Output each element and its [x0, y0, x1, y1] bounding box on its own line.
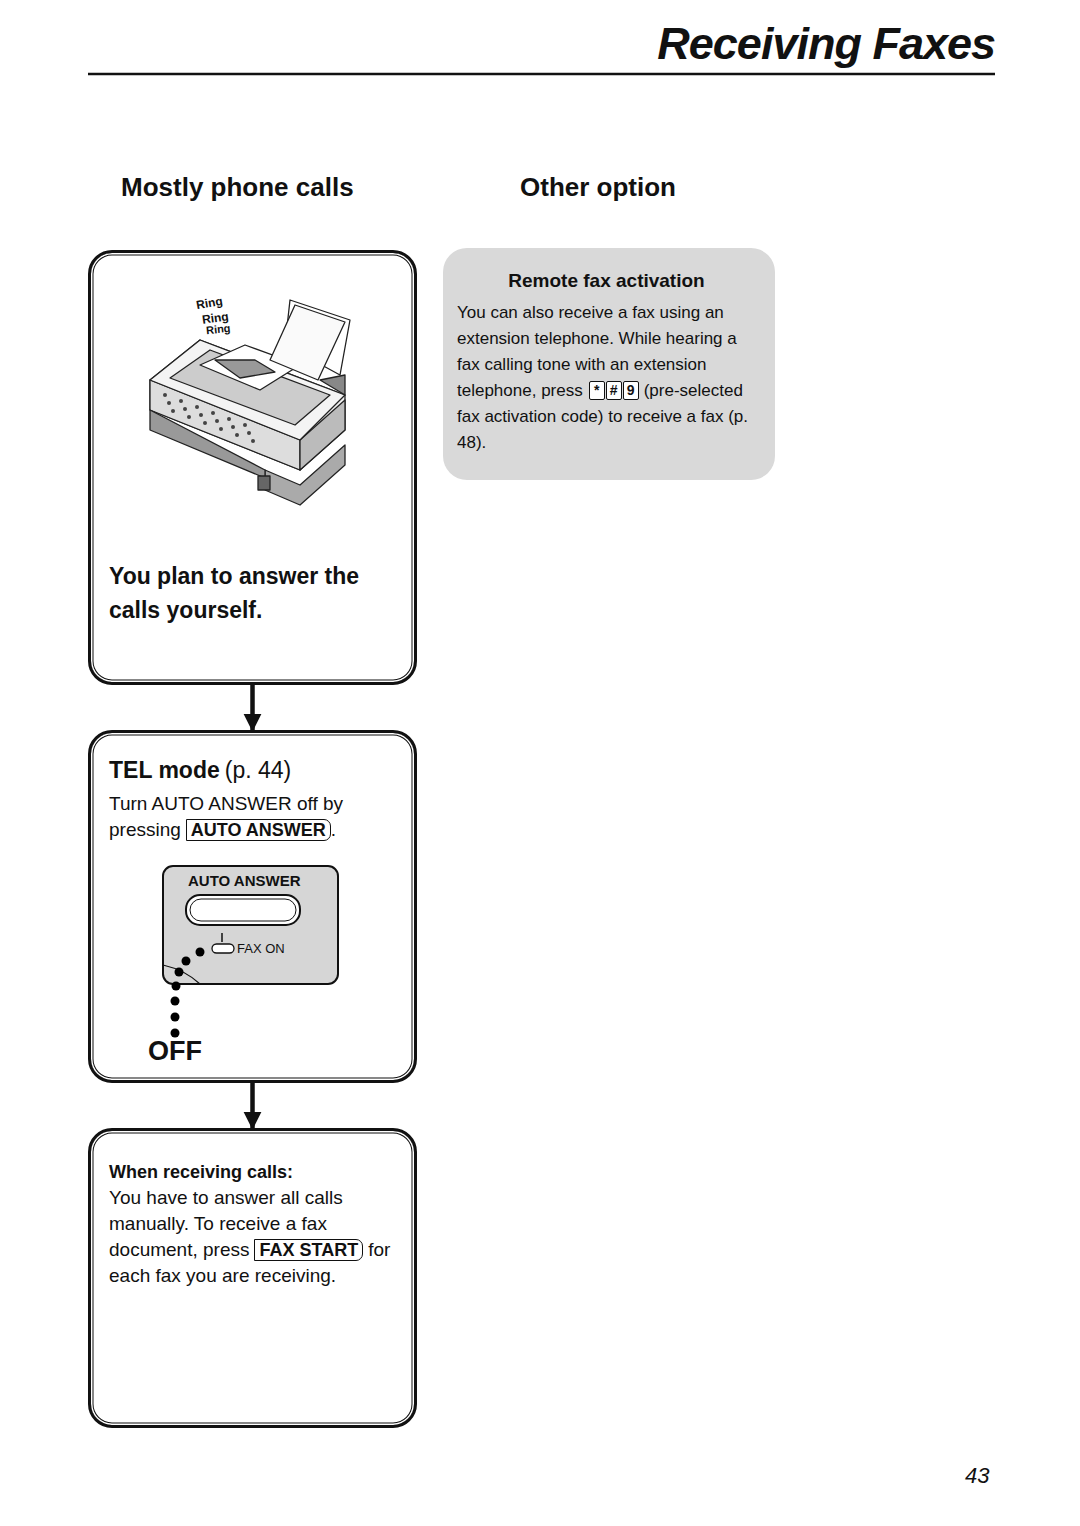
flow-arrow [250, 685, 255, 730]
column-heading: Other option [520, 172, 676, 203]
box-heading: You plan to answer the calls yourself. [109, 563, 359, 623]
mode-box: TEL mode(p. 44) Turn AUTO ANSWER off by p… [88, 730, 417, 1083]
key-name: AUTO ANSWER [186, 819, 331, 841]
keypad-dots [163, 393, 255, 443]
ring-sound: Ring [205, 322, 231, 336]
keypad-key [163, 393, 167, 397]
column-heading: Mostly phone calls [121, 172, 354, 203]
keypad-key [183, 407, 187, 411]
keypad-key [211, 411, 215, 415]
indicator-label: FAX ON [237, 941, 285, 956]
keypad-key [179, 399, 183, 403]
box-text: (p. 44) [225, 757, 291, 783]
box-heading: Remote fax activation [508, 270, 704, 291]
keypad-key [251, 439, 255, 443]
box-heading: TEL mode [109, 757, 220, 783]
instruction-box: When receiving calls:You have to answer … [88, 1128, 417, 1428]
box-heading: When receiving calls: [109, 1159, 391, 1185]
auto-answer-button-drawing [163, 866, 338, 984]
keypad-key [167, 401, 171, 405]
fax-machine-drawing [150, 300, 350, 505]
keypad-key [219, 427, 223, 431]
text-paragraph: You can also receive a fax using an exte… [457, 300, 761, 456]
keypad-key [235, 433, 239, 437]
text-paragraph: You plan to answer the calls yourself. [109, 559, 396, 627]
text-paragraph: Turn AUTO ANSWER off by pressingAUTO ANS… [109, 791, 396, 843]
page-title: Receiving Faxes [657, 18, 995, 70]
keypad-key [195, 405, 199, 409]
keypad-key [187, 415, 191, 419]
text-paragraph: Remote fax activation [457, 268, 761, 294]
page-number: 43 [965, 1463, 989, 1489]
keypad-key [243, 423, 247, 427]
title-rule [88, 73, 995, 76]
situation-box: You plan to answer the calls yourself. [88, 250, 417, 685]
flow-arrow [250, 1083, 255, 1128]
key-name: FAX START [254, 1239, 363, 1261]
keypad-key [171, 409, 175, 413]
status-word: OFF [148, 1036, 202, 1067]
box-text: . [331, 819, 336, 840]
keypad-key [203, 421, 207, 425]
led-indicator-dots [171, 948, 205, 1038]
button-label: AUTO ANSWER [188, 872, 301, 889]
key-name: # [606, 381, 622, 400]
text-paragraph: When receiving calls:You have to answer … [109, 1159, 396, 1289]
key-name: * [589, 381, 605, 400]
keypad-key [227, 417, 231, 421]
key-name: 9 [623, 381, 639, 400]
option-panel: Remote fax activationYou can also receiv… [443, 248, 775, 480]
keypad-key [231, 425, 235, 429]
keypad-key [199, 413, 203, 417]
text-paragraph: TEL mode(p. 44) [109, 755, 396, 785]
keypad-key [215, 419, 219, 423]
keypad-key [247, 431, 251, 435]
